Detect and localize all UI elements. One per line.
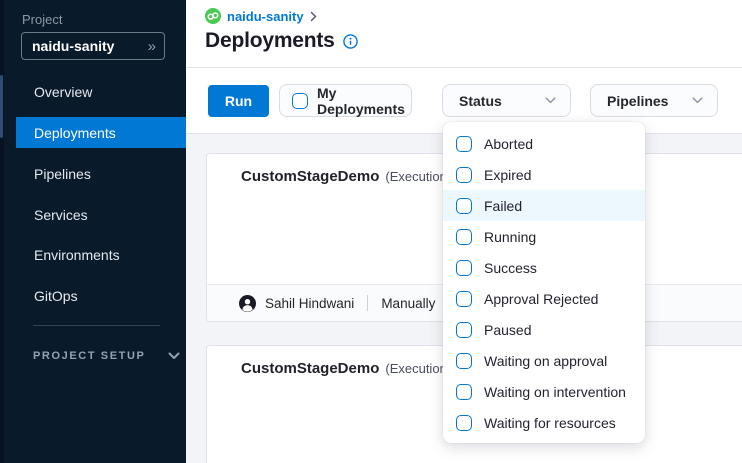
project-selector-value: naidu-sanity bbox=[32, 38, 115, 54]
status-option-label: Failed bbox=[484, 197, 523, 214]
checkbox-icon[interactable] bbox=[456, 290, 472, 307]
sidebar-item-environments[interactable]: Environments bbox=[34, 247, 120, 263]
breadcrumb: naidu-sanity bbox=[205, 8, 317, 24]
status-dropdown-menu: Aborted Expired Failed Running Success A… bbox=[443, 122, 645, 443]
chevron-down-icon bbox=[692, 97, 703, 104]
pipelines-filter-label: Pipelines bbox=[607, 92, 669, 109]
checkbox-icon[interactable] bbox=[456, 259, 472, 276]
status-option-label: Expired bbox=[484, 166, 532, 183]
sidebar-item-deployments[interactable]: Deployments bbox=[16, 117, 186, 148]
project-label: Project bbox=[22, 12, 63, 27]
checkbox-icon[interactable] bbox=[456, 135, 472, 152]
checkbox-icon[interactable] bbox=[292, 92, 308, 109]
status-filter-label: Status bbox=[459, 92, 502, 109]
run-button[interactable]: Run bbox=[208, 85, 269, 117]
status-option-running[interactable]: Running bbox=[443, 221, 645, 252]
status-option-label: Waiting on intervention bbox=[484, 383, 626, 400]
status-option-expired[interactable]: Expired bbox=[443, 159, 645, 190]
triggered-by-user: Sahil Hindwani bbox=[265, 295, 355, 311]
status-option-success[interactable]: Success bbox=[443, 252, 645, 283]
chevron-down-icon bbox=[545, 97, 556, 104]
sidebar-divider bbox=[33, 325, 160, 326]
status-option-approval-rejected[interactable]: Approval Rejected bbox=[443, 283, 645, 314]
status-option-label: Approval Rejected bbox=[484, 290, 599, 307]
header-divider bbox=[186, 67, 742, 68]
checkbox-icon[interactable] bbox=[456, 383, 472, 400]
pipelines-filter-dropdown[interactable]: Pipelines bbox=[590, 84, 718, 117]
breadcrumb-project-link[interactable]: naidu-sanity bbox=[227, 8, 304, 24]
my-deployments-filter[interactable]: My Deployments bbox=[279, 84, 412, 117]
status-option-label: Waiting on approval bbox=[484, 352, 608, 369]
status-option-failed[interactable]: Failed bbox=[443, 190, 645, 221]
status-option-waiting-on-intervention[interactable]: Waiting on intervention bbox=[443, 376, 645, 407]
checkbox-icon[interactable] bbox=[456, 228, 472, 245]
status-option-paused[interactable]: Paused bbox=[443, 314, 645, 345]
sidebar-item-gitops[interactable]: GitOps bbox=[34, 288, 78, 304]
checkbox-icon[interactable] bbox=[456, 352, 472, 369]
checkbox-icon[interactable] bbox=[456, 166, 472, 183]
cd-module-icon bbox=[205, 8, 221, 24]
my-deployments-label: My Deployments bbox=[317, 84, 405, 117]
sidebar-item-overview[interactable]: Overview bbox=[34, 84, 93, 100]
deployment-card-title-row: CustomStageDemo (Execution Id bbox=[241, 360, 461, 377]
sidebar-item-pipelines[interactable]: Pipelines bbox=[34, 166, 91, 182]
project-selector[interactable]: naidu-sanity » bbox=[21, 32, 165, 60]
pipeline-name[interactable]: CustomStageDemo bbox=[241, 168, 380, 185]
sidebar-scrollbar-thumb[interactable] bbox=[0, 75, 3, 138]
title-row: Deployments bbox=[205, 29, 358, 53]
status-option-label: Running bbox=[484, 228, 537, 245]
checkbox-icon[interactable] bbox=[456, 197, 472, 214]
status-option-label: Success bbox=[484, 259, 537, 276]
pipeline-name[interactable]: CustomStageDemo bbox=[241, 360, 380, 377]
status-option-aborted[interactable]: Aborted bbox=[443, 128, 645, 159]
execution-id-text: (Execution Id bbox=[385, 169, 462, 184]
status-option-waiting-for-resources[interactable]: Waiting for resources bbox=[443, 407, 645, 438]
double-chevron-right-icon[interactable]: » bbox=[147, 37, 156, 55]
project-setup-label: PROJECT SETUP bbox=[33, 350, 146, 362]
checkbox-icon[interactable] bbox=[456, 321, 472, 338]
avatar bbox=[239, 294, 256, 312]
chevron-right-icon bbox=[310, 11, 317, 22]
page-title: Deployments bbox=[205, 29, 335, 52]
status-option-label: Paused bbox=[484, 321, 532, 338]
main-content: naidu-sanity Deployments Run My Deployme… bbox=[186, 0, 742, 463]
deployment-card-title-row: CustomStageDemo (Execution Id bbox=[241, 168, 461, 185]
execution-id-text: (Execution Id bbox=[385, 361, 462, 376]
status-option-label: Aborted bbox=[484, 135, 534, 152]
trigger-type: Manually bbox=[381, 295, 436, 311]
sidebar: Project naidu-sanity » Overview Deployme… bbox=[0, 0, 186, 463]
checkbox-icon[interactable] bbox=[456, 414, 472, 431]
status-option-waiting-on-approval[interactable]: Waiting on approval bbox=[443, 345, 645, 376]
sidebar-edge-strip bbox=[0, 0, 4, 463]
sidebar-item-services[interactable]: Services bbox=[34, 207, 88, 223]
info-icon[interactable] bbox=[342, 33, 358, 49]
chevron-down-icon bbox=[168, 352, 180, 360]
project-setup-toggle[interactable]: PROJECT SETUP bbox=[33, 350, 180, 362]
status-option-label: Waiting for resources bbox=[484, 414, 616, 431]
status-filter-dropdown[interactable]: Status bbox=[442, 84, 571, 117]
footer-separator bbox=[367, 295, 369, 311]
